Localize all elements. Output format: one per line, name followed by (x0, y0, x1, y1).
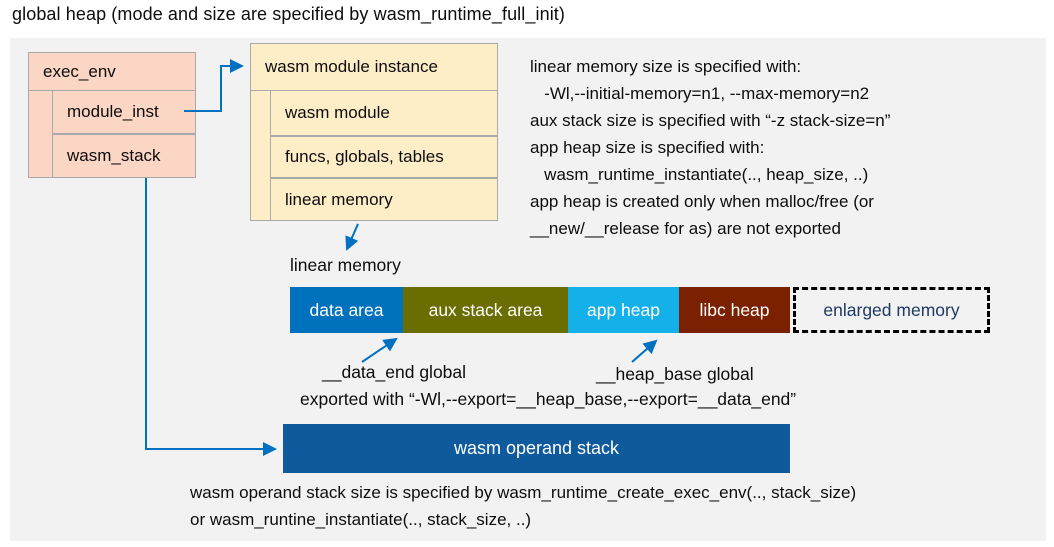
exec-env-field-module-inst: module_inst (52, 90, 196, 134)
memory-segment-libc-heap: libc heap (679, 287, 790, 333)
note-line: aux stack size is specified with “-z sta… (530, 111, 891, 130)
module-instance-field-wasm-module: wasm module (270, 90, 498, 136)
exec-env-header: exec_env (43, 61, 116, 81)
note-line: or wasm_runtine_instantiate(.., stack_si… (190, 510, 532, 529)
note-line: __new/__release for as) are not exported (530, 219, 841, 238)
diagram-title: global heap (mode and size are specified… (12, 4, 565, 24)
note-line: wasm operand stack size is specified by … (190, 483, 857, 502)
wasm-operand-stack-bar: wasm operand stack (283, 424, 790, 473)
notes-right: linear memory size is specified with: -W… (530, 53, 890, 242)
module-instance-field-linear-memory: linear memory (270, 178, 498, 221)
note-line: app heap size is specified with: (530, 138, 765, 157)
note-line: linear memory size is specified with: (530, 57, 802, 76)
module-instance-field-funcs-globals-tables: funcs, globals, tables (270, 136, 498, 178)
exported-with-label: exported with “-Wl,--export=__heap_base,… (300, 389, 797, 409)
module-instance-header: wasm module instance (265, 57, 438, 76)
note-line: app heap is created only when malloc/fre… (530, 192, 874, 211)
memory-segment-app-heap: app heap (568, 287, 679, 333)
notes-bottom: wasm operand stack size is specified by … (190, 479, 856, 533)
data-end-label: __data_end global (322, 362, 467, 382)
note-line: wasm_runtime_instantiate(.., heap_size, … (530, 165, 869, 184)
heap-base-label: __heap_base global (596, 364, 754, 384)
note-line: -Wl,--initial-memory=n1, --max-memory=n2 (530, 84, 870, 103)
exec-env-field-wasm-stack: wasm_stack (52, 134, 196, 178)
memory-segment-data-area: data area (290, 287, 403, 333)
memory-segment-enlarged-memory: enlarged memory (793, 287, 990, 333)
memory-segment-aux-stack-area: aux stack area (403, 287, 568, 333)
linear-memory-label: linear memory (290, 255, 401, 275)
